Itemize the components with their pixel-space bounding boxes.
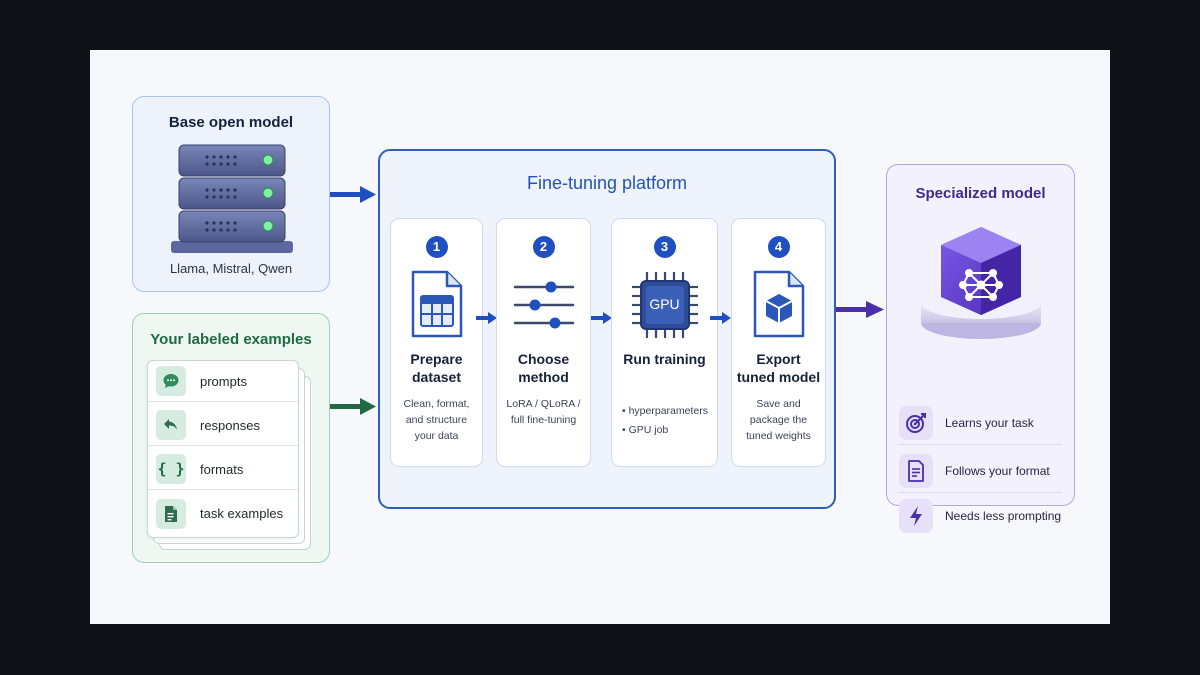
diagram-canvas: Base open model Llama, Mis (90, 50, 1110, 624)
step-bullet-list: hyperparameters GPU job (622, 402, 713, 440)
labeled-examples-panel: Your labeled examples prompts responses … (132, 313, 330, 563)
list-item-label: prompts (200, 373, 247, 389)
sliders-icon (497, 269, 590, 341)
examples-card: prompts responses { } formats task examp… (147, 360, 300, 538)
step-run-training: 3 GPU Run training (611, 218, 718, 467)
step-bullet: GPU job (622, 421, 713, 440)
step-title: Export tuned model (736, 351, 821, 385)
list-item-label: responses (200, 417, 260, 433)
gpu-chip-icon: GPU (612, 269, 717, 341)
specialized-model-panel: Specialized model (886, 164, 1075, 533)
gpu-label: GPU (649, 296, 680, 312)
curly-braces-icon: { } (156, 454, 186, 484)
benefit-label: Follows your format (945, 463, 1050, 478)
step-title: Run training (623, 351, 706, 367)
list-item-task-examples: task examples (148, 493, 300, 534)
base-model-panel: Base open model Llama, Mis (132, 96, 330, 292)
base-model-title: Base open model (168, 114, 294, 131)
spreadsheet-file-icon (391, 269, 482, 341)
document-icon (899, 453, 933, 488)
step-export-tuned-model: 4 Export tuned model Save and package th… (731, 218, 826, 467)
step-description: LoRA / QLoRA / full fine-tuning (506, 398, 581, 426)
step-title: Prepare dataset (410, 351, 463, 385)
list-item-label: task examples (200, 506, 284, 521)
arrow-step2-to-step3 (591, 312, 612, 324)
platform-title: Fine-tuning platform (526, 173, 688, 193)
list-item-prompts: prompts (148, 361, 300, 402)
target-icon (899, 405, 933, 440)
fine-tuning-platform-panel: Fine-tuning platform 1 Prepare dataset C… (378, 149, 836, 509)
network-cube-icon (921, 227, 1041, 339)
package-file-icon (732, 269, 825, 341)
step-title: Choose method (517, 351, 570, 385)
list-item-label: formats (200, 461, 244, 477)
step-description: Save and package the tuned weights (746, 398, 811, 442)
step-number: 3 (653, 236, 676, 258)
document-list-icon (156, 498, 186, 529)
reply-arrow-icon (156, 410, 186, 440)
labeled-examples-title: Your labeled examples (150, 331, 312, 348)
step-prepare-dataset: 1 Prepare dataset Clean, format, and str… (390, 218, 483, 467)
step-description: Clean, format, and structure your data (403, 398, 470, 442)
step-number: 2 (532, 236, 555, 258)
specialized-model-title: Specialized model (915, 185, 1046, 202)
arrow-step1-to-step2 (476, 312, 497, 324)
arrow-platform-to-specialized (836, 301, 884, 318)
arrow-examples-to-platform (330, 398, 376, 415)
benefit-less-prompting: Needs less prompting (899, 496, 1062, 536)
benefit-follows-format: Follows your format (899, 449, 1062, 493)
base-model-examples: Llama, Mistral, Qwen (169, 261, 293, 276)
step-choose-method: 2 Choose method LoRA / QLoRA / full fine… (496, 218, 591, 467)
server-stack-icon (171, 144, 293, 253)
benefit-label: Learns your task (945, 415, 1034, 430)
benefit-learns-task: Learns your task (899, 401, 1062, 445)
arrow-step3-to-step4 (710, 312, 731, 324)
step-bullet: hyperparameters (622, 402, 713, 421)
step-number: 4 (767, 236, 790, 258)
benefit-label: Needs less prompting (945, 509, 1062, 523)
chat-bubble-icon (156, 366, 186, 396)
step-number: 1 (425, 236, 448, 258)
list-item-responses: responses (148, 405, 300, 446)
list-item-formats: { } formats (148, 449, 300, 490)
lightning-icon (899, 499, 933, 533)
arrow-base-to-platform (330, 186, 376, 203)
